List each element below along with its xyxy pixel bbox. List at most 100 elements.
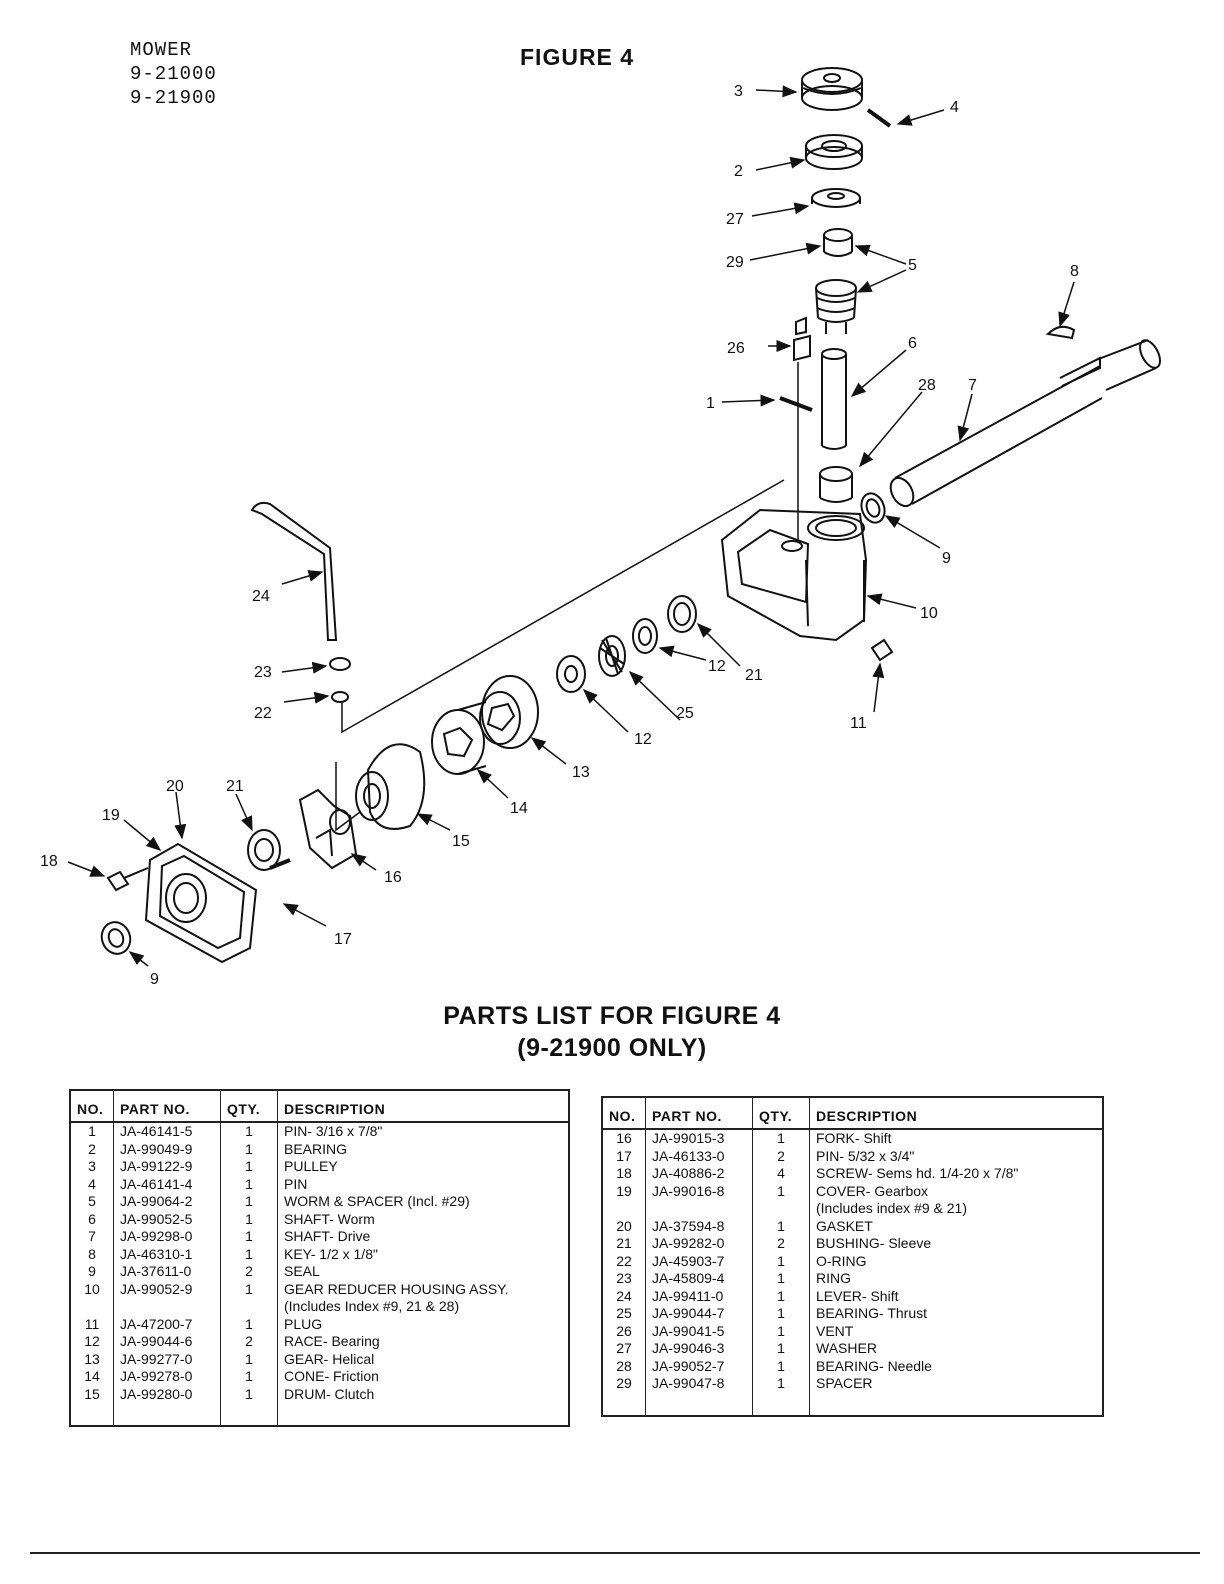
description: PIN- 3/16 x 7/8" (284, 1123, 383, 1139)
part-number: JA-45809-4 (645, 1270, 753, 1288)
quantity: 1 (752, 1322, 810, 1340)
part-number: JA-40886-2 (645, 1165, 753, 1183)
callout-5: 5 (908, 257, 917, 274)
part-number: JA-99052-7 (645, 1357, 753, 1375)
callout-14: 14 (510, 800, 528, 817)
quantity: 1 (752, 1305, 810, 1323)
table-padding-row (602, 1392, 1104, 1416)
callout-12: 12 (708, 658, 726, 675)
col-qty: QTY. (752, 1097, 810, 1130)
exploded-view-diagram: 3 4 2 27 29 5 8 26 6 1 28 7 9 10 11 21 1… (40, 67, 1161, 988)
quantity (752, 1200, 810, 1218)
description: (Includes Index #9, 21 & 28) (284, 1298, 460, 1314)
part-number: JA-46310-1 (113, 1245, 221, 1263)
quantity: 4 (752, 1165, 810, 1183)
part-number: JA-45903-7 (645, 1252, 753, 1270)
quantity: 2 (220, 1263, 278, 1281)
empty-cell (645, 1392, 753, 1416)
bearing-part (805, 134, 863, 170)
description: FORK- Shift (816, 1130, 892, 1146)
description: BEARING- Thrust (816, 1305, 927, 1321)
parts-list-title: PARTS LIST FOR FIGURE 4 (443, 1002, 781, 1030)
worm-part (815, 279, 857, 334)
bottom-divider (30, 1552, 1200, 1554)
parts-list-subtitle: (9-21900 ONLY) (517, 1034, 707, 1062)
quantity: 1 (220, 1280, 278, 1298)
quantity: 1 (220, 1175, 278, 1193)
quantity: 1 (220, 1193, 278, 1211)
quantity: 1 (220, 1245, 278, 1263)
quantity: 1 (752, 1375, 810, 1393)
callout-4: 4 (950, 99, 959, 116)
pulley-part (801, 67, 863, 111)
part-number-index: 20 (602, 1217, 646, 1235)
callout-7: 7 (968, 377, 977, 394)
part-number: JA-47200-7 (113, 1315, 221, 1333)
callout-21: 21 (745, 667, 763, 684)
part-number: JA-99044-7 (645, 1305, 753, 1323)
part-number-index: 14 (70, 1368, 114, 1386)
part-number: JA-99052-9 (113, 1280, 221, 1298)
drum-part (355, 743, 426, 830)
helical-gear-part (479, 675, 539, 749)
part-number-index: 2 (70, 1140, 114, 1158)
bushing-part (667, 595, 697, 633)
description: SHAFT- Drive (284, 1228, 371, 1244)
quantity: 1 (220, 1385, 278, 1403)
parts-list-heading: PARTS LIST FOR FIGURE 4 (9-21900 ONLY) (0, 1000, 1224, 1064)
part-number-index: 29 (602, 1375, 646, 1393)
part-number-index (602, 1200, 646, 1218)
part-number: JA-99280-0 (113, 1385, 221, 1403)
callout-1: 1 (706, 395, 715, 412)
part-number-index: 21 (602, 1235, 646, 1253)
part-number-index: 16 (602, 1129, 646, 1148)
cover-part (144, 842, 258, 964)
col-description: DESCRIPTION (277, 1090, 569, 1123)
key-part (1045, 325, 1076, 340)
part-number-index: 12 (70, 1333, 114, 1351)
shift-lever-part (250, 501, 338, 641)
callout-22: 22 (254, 705, 272, 722)
callout-23: 23 (254, 664, 272, 681)
empty-cell (810, 1393, 1104, 1416)
table-padding-row (70, 1403, 569, 1426)
pin-part (866, 108, 892, 128)
part-number-index: 28 (602, 1357, 646, 1375)
part-number: JA-99041-5 (645, 1322, 753, 1340)
description: O-RING (816, 1252, 867, 1269)
col-description: DESCRIPTION (809, 1097, 1103, 1130)
description: VENT (816, 1322, 854, 1339)
quantity: 1 (752, 1287, 810, 1305)
quantity (220, 1298, 278, 1316)
part-number-index: 5 (70, 1193, 114, 1211)
model-line: 9-21900 (130, 87, 217, 109)
part-number-index: 10 (70, 1280, 114, 1298)
part-number: JA-99047-8 (645, 1375, 753, 1393)
part-number-index: 26 (602, 1322, 646, 1340)
empty-cell (752, 1392, 810, 1416)
part-number (645, 1200, 753, 1218)
part-number (113, 1298, 221, 1316)
pin-1-part (779, 396, 813, 412)
description: SCREW- Sems hd. 1/4-20 x 7/8" (816, 1165, 1019, 1181)
part-number: JA-99411-0 (645, 1287, 753, 1305)
callout-21: 21 (226, 778, 244, 795)
